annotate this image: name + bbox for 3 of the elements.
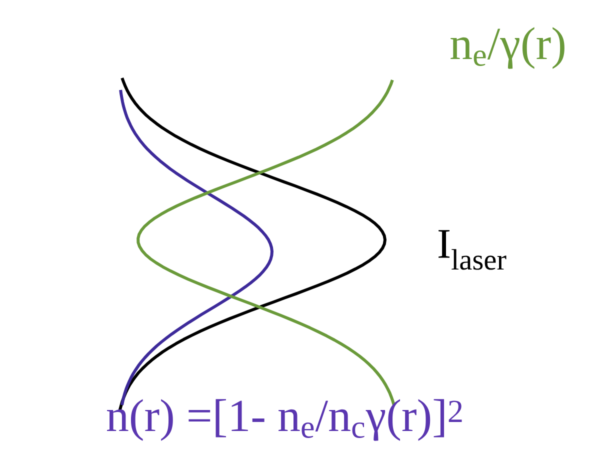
label: I$_{laser}$ — [438, 230, 506, 270]
label: n$_{e}$/γ(r) — [450, 27, 564, 69]
formula-label: n(r) =[1- n$_{e}$/n$_{c}$γ(r)]$^{2}$ — [107, 399, 462, 441]
